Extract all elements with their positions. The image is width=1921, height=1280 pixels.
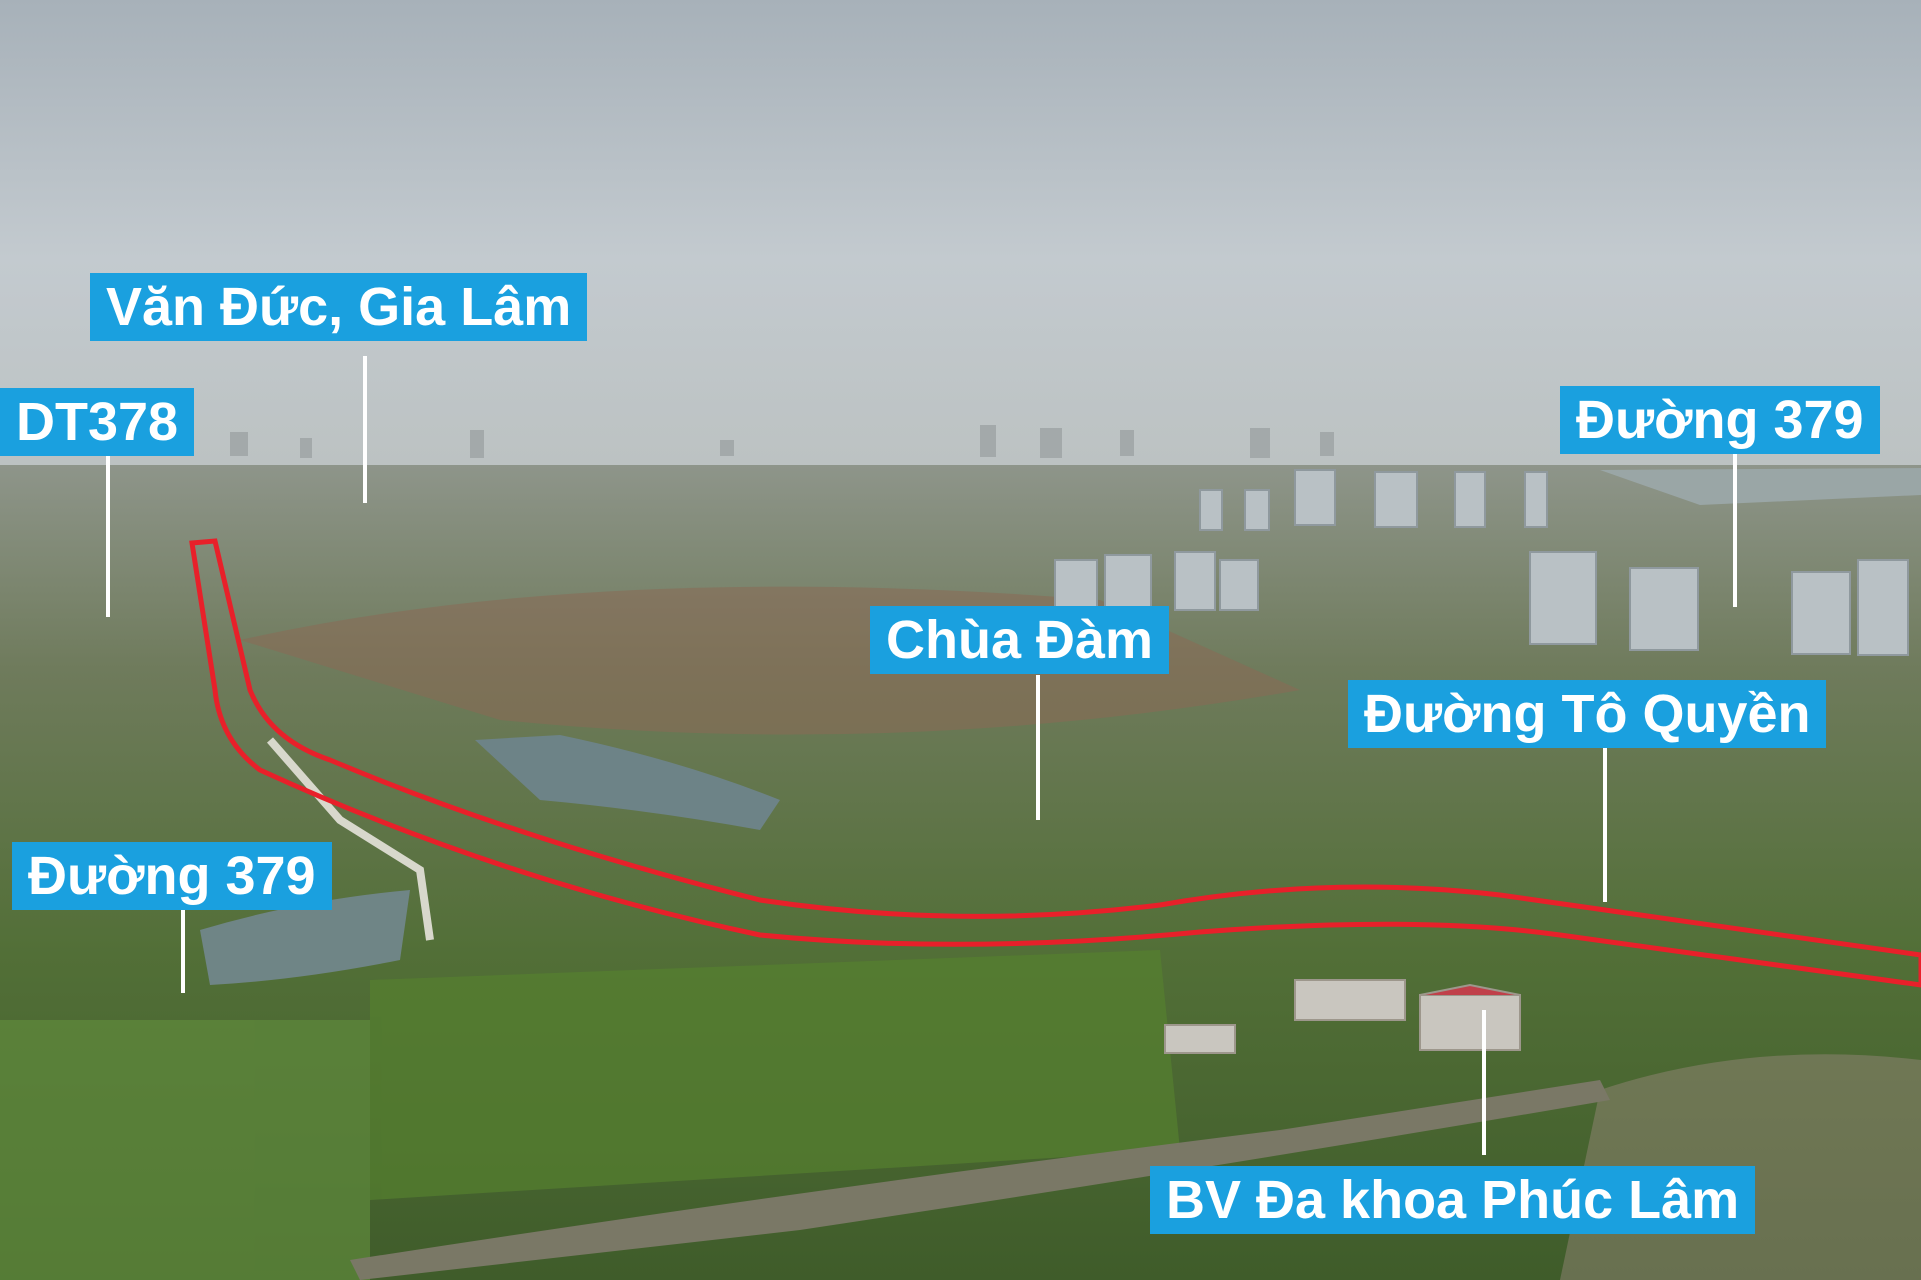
towers: [1054, 469, 1909, 656]
label-chua-dam: Chùa Đàm: [870, 606, 1170, 674]
leader-lines: [106, 356, 1737, 1155]
fields: [0, 950, 1180, 1280]
label-bv-phuc-lam: BV Đa khoa Phúc Lâm: [1150, 1166, 1756, 1234]
road-379: [266, 737, 434, 941]
ponds: [200, 890, 410, 985]
hospital: [1164, 979, 1521, 1054]
label-duong-379-left: Đường 379: [12, 842, 332, 910]
label-duong-to-quyen: Đường Tô Quyền: [1348, 680, 1827, 748]
label-duong-379-right: Đường 379: [1560, 386, 1880, 454]
route-outline: [189, 538, 1921, 988]
canal: [350, 1080, 1610, 1280]
distant-skyline: [230, 425, 1334, 458]
lake: [475, 735, 780, 830]
label-van-duc: Văn Đức, Gia Lâm: [90, 273, 588, 341]
label-dt378: DT378: [0, 388, 195, 456]
river-distant: [1600, 468, 1921, 505]
